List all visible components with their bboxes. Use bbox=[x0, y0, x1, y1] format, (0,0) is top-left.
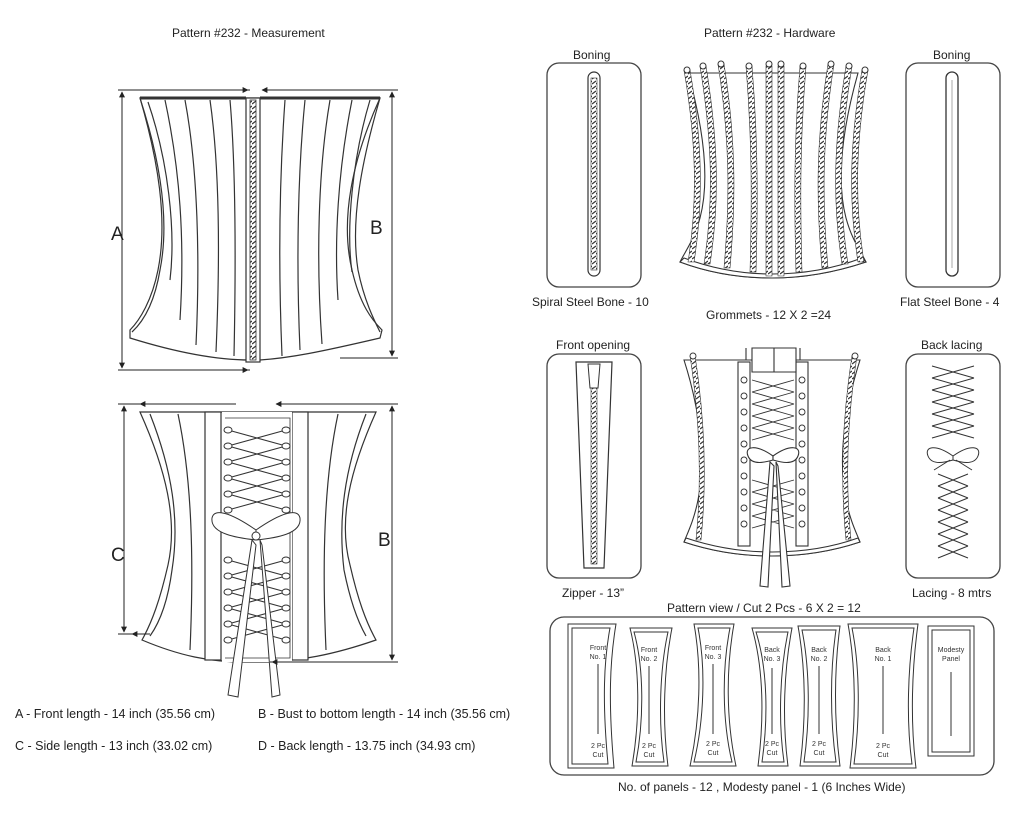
legend-front-length: A - Front length - 14 inch (35.56 cm) bbox=[15, 707, 216, 721]
back-corset-drawing bbox=[139, 411, 377, 663]
pattern-piece-front-2 bbox=[629, 627, 673, 767]
piece-label: No. 1 bbox=[590, 654, 607, 661]
lacing-caption: Lacing - 8 mtrs bbox=[912, 586, 992, 600]
piece-cut: 2 Pc bbox=[876, 743, 891, 750]
piece-cut: Cut bbox=[593, 752, 604, 759]
pattern-piece-back-3 bbox=[751, 627, 793, 767]
measurement-title: Pattern #232 - Measurement bbox=[172, 26, 325, 40]
zipper-caption: Zipper - 13” bbox=[562, 586, 625, 600]
pattern-piece-back-1 bbox=[847, 623, 919, 769]
piece-label: No. 2 bbox=[641, 656, 658, 663]
piece-cut: 2 Pc bbox=[706, 741, 721, 748]
piece-label: Back bbox=[875, 647, 891, 654]
pattern-view-footer: No. of panels - 12 , Modesty panel - 1 (… bbox=[618, 780, 906, 794]
hardware-title: Pattern #232 - Hardware bbox=[704, 26, 836, 40]
piece-cut: Cut bbox=[767, 750, 778, 757]
piece-label: No. 1 bbox=[875, 656, 892, 663]
piece-label: No. 3 bbox=[705, 654, 722, 661]
laced-corset-drawing bbox=[683, 347, 861, 588]
flat-bone-caption: Flat Steel Bone - 4 bbox=[900, 295, 1000, 309]
piece-label: No. 3 bbox=[764, 656, 781, 663]
pattern-piece-labels: Front No. 1 2 Pc Cut Front No. 2 2 Pc Cu… bbox=[590, 645, 965, 759]
piece-cut: 2 Pc bbox=[812, 741, 827, 748]
front-corset-drawing bbox=[129, 96, 383, 363]
zipper-panel bbox=[546, 353, 642, 579]
legend-back-length: D - Back length - 13.75 inch (34.93 cm) bbox=[258, 739, 476, 753]
piece-label: Back bbox=[811, 647, 827, 654]
piece-cut: 2 Pc bbox=[591, 743, 606, 750]
piece-cut: 2 Pc bbox=[642, 743, 657, 750]
piece-label: Front bbox=[705, 645, 721, 652]
pattern-piece-front-3 bbox=[689, 623, 737, 767]
label-b-front: B bbox=[370, 218, 383, 239]
pattern-view-title: Pattern view / Cut 2 Pcs - 6 X 2 = 12 bbox=[667, 601, 861, 615]
spiral-bone-panel bbox=[546, 62, 642, 288]
pattern-piece-back-2 bbox=[797, 625, 841, 767]
grommets-caption: Grommets - 12 X 2 =24 bbox=[706, 308, 832, 322]
piece-cut: 2 Pc bbox=[765, 741, 780, 748]
back-lacing-label: Back lacing bbox=[921, 338, 983, 352]
legend-bust-to-bottom: B - Bust to bottom length - 14 inch (35.… bbox=[258, 707, 511, 721]
flat-bone-panel bbox=[905, 62, 1001, 288]
piece-cut: Cut bbox=[644, 752, 655, 759]
back-lacing bbox=[211, 426, 301, 698]
boned-corset-drawing bbox=[679, 60, 869, 279]
piece-label: Front bbox=[590, 645, 606, 652]
label-a: A bbox=[111, 224, 124, 245]
piece-label: Modesty bbox=[938, 647, 965, 654]
pattern-piece-front-1 bbox=[567, 623, 617, 769]
back-dimension-lines bbox=[118, 401, 398, 665]
label-b-back: B bbox=[378, 530, 391, 551]
label-c: C bbox=[111, 545, 125, 566]
spiral-bone-caption: Spiral Steel Bone - 10 bbox=[532, 295, 649, 309]
front-opening-label: Front opening bbox=[556, 338, 631, 352]
legend-side-length: C - Side length - 13 inch (33.02 cm) bbox=[15, 739, 213, 753]
boning-right-label: Boning bbox=[933, 48, 971, 62]
boning-left-label: Boning bbox=[573, 48, 611, 62]
piece-label: Panel bbox=[942, 656, 960, 663]
piece-label: Front bbox=[641, 647, 657, 654]
piece-label: No. 2 bbox=[811, 656, 828, 663]
piece-label: Back bbox=[764, 647, 780, 654]
piece-cut: Cut bbox=[708, 750, 719, 757]
piece-cut: Cut bbox=[878, 752, 889, 759]
pattern-piece-modesty bbox=[927, 625, 975, 757]
lacing-panel bbox=[905, 353, 1001, 579]
piece-cut: Cut bbox=[814, 750, 825, 757]
front-dimension-lines bbox=[118, 87, 398, 373]
